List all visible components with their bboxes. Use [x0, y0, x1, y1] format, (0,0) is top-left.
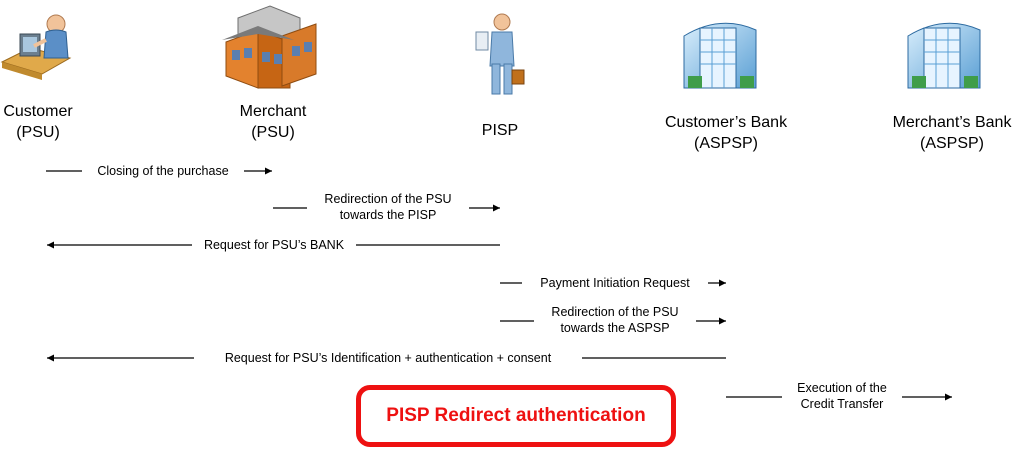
message-label: Request for PSU’s Identification + authe… — [194, 350, 582, 366]
businessman-icon — [475, 13, 525, 95]
bank-building-icon — [907, 22, 981, 89]
person-at-computer-icon — [0, 14, 72, 80]
bank-building-icon — [683, 22, 757, 89]
message-label: Redirection of the PSU towards the ASPSP — [534, 304, 696, 336]
actor-label-pisp: PISP — [481, 122, 519, 139]
pisp-redirect-banner: PISP Redirect authentication — [356, 385, 676, 447]
message-label: Redirection of the PSU towards the PISP — [307, 191, 469, 223]
message-label: Closing of the purchase — [82, 163, 244, 179]
store-buildings-icon — [222, 5, 317, 89]
message-label: Payment Initiation Request — [522, 275, 708, 291]
message-label: Request for PSU’s BANK — [192, 237, 356, 253]
message-label: Execution of the Credit Transfer — [782, 380, 902, 412]
actor-label-customer-bank: Customer’s Bank (ASPSP) — [664, 114, 788, 152]
actor-label-customer: Customer (PSU) — [3, 103, 73, 141]
banner-title: PISP Redirect authentication — [386, 405, 646, 426]
actor-label-merchant: Merchant (PSU) — [239, 103, 307, 141]
actor-label-merchant-bank: Merchant’s Bank (ASPSP) — [892, 114, 1012, 152]
